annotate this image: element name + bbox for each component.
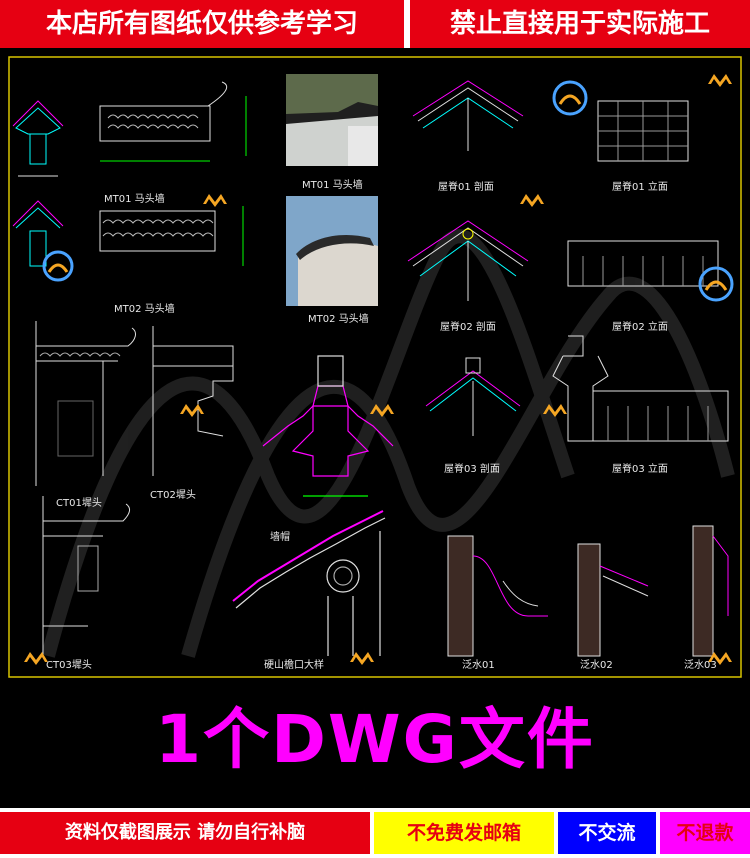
mt01-elevation (99, 81, 247, 162)
caption-ct03: CT03墀头 (46, 660, 92, 671)
drawing-frame (8, 56, 742, 678)
mt01-section (12, 100, 64, 177)
caption-ridge03-elevation: 屋脊03 立面 (612, 464, 668, 475)
gutter02-drawing (577, 543, 649, 657)
mt01-photo (286, 74, 378, 166)
main-title: 1个DWG文件 (155, 701, 595, 778)
title-band (0, 688, 750, 800)
caption-ridge01-elevation: 屋脊01 立面 (612, 182, 668, 193)
footer-no-exchange: 不交流 (558, 812, 656, 854)
ridge02-elevation (567, 240, 719, 287)
footer-notice: 资料仅截图展示 请勿自行补脑 (0, 812, 370, 854)
ridge01-section (412, 80, 524, 151)
caption-mt01-photo: MT01 马头墙 (302, 180, 363, 191)
ct03-drawing (42, 496, 131, 656)
caption-eave-detail: 硬山檐口大样 (264, 660, 324, 671)
caption-gutter03: 泛水03 (684, 660, 717, 671)
caption-mt02: MT02 马头墙 (114, 304, 175, 315)
caption-ridge02-section: 屋脊02 剖面 (440, 322, 496, 333)
watermark-logo-icon (24, 74, 732, 665)
caption-gutter02: 泛水02 (580, 660, 613, 671)
caption-mt01: MT01 马头墙 (104, 194, 165, 205)
top-notice-left: 本店所有图纸仅供参考学习 (0, 0, 404, 48)
cad-drawing-sheet (8, 56, 742, 678)
footer-no-refund: 不退款 (660, 812, 750, 854)
gable-stepped-drawing (262, 355, 394, 497)
gutter01-drawing (447, 535, 548, 657)
ridge01-elevation (597, 100, 689, 162)
caption-ridge03-section: 屋脊03 剖面 (444, 464, 500, 475)
watermark-lines (41, 229, 735, 658)
caption-ridge01-section: 屋脊01 剖面 (438, 182, 494, 193)
footer-no-free-shipping: 不免费发邮箱 (374, 812, 554, 854)
caption-ct01: CT01墀头 (56, 498, 102, 509)
top-notice-right: 禁止直接用于实际施工 (410, 0, 750, 48)
ridge02-section (407, 220, 529, 301)
ct01-drawing (35, 321, 136, 486)
gutter03-drawing (692, 525, 729, 657)
caption-ridge02-elevation: 屋脊02 立面 (612, 322, 668, 333)
mt02-photo (286, 196, 378, 306)
watermark-circle-logo-icon (42, 80, 734, 302)
mt02-section (12, 200, 64, 267)
caption-ct02: CT02墀头 (150, 490, 196, 501)
ridge03-section (425, 357, 521, 436)
caption-gutter01: 泛水01 (462, 660, 495, 671)
caption-mt02-photo: MT02 马头墙 (308, 314, 369, 325)
ct02-drawing (152, 326, 234, 476)
ridge03-elevation (552, 335, 729, 442)
caption-hip: 墙帽 (270, 532, 290, 543)
mt02-elevation (99, 206, 244, 266)
eave-detail-drawing (232, 510, 386, 656)
